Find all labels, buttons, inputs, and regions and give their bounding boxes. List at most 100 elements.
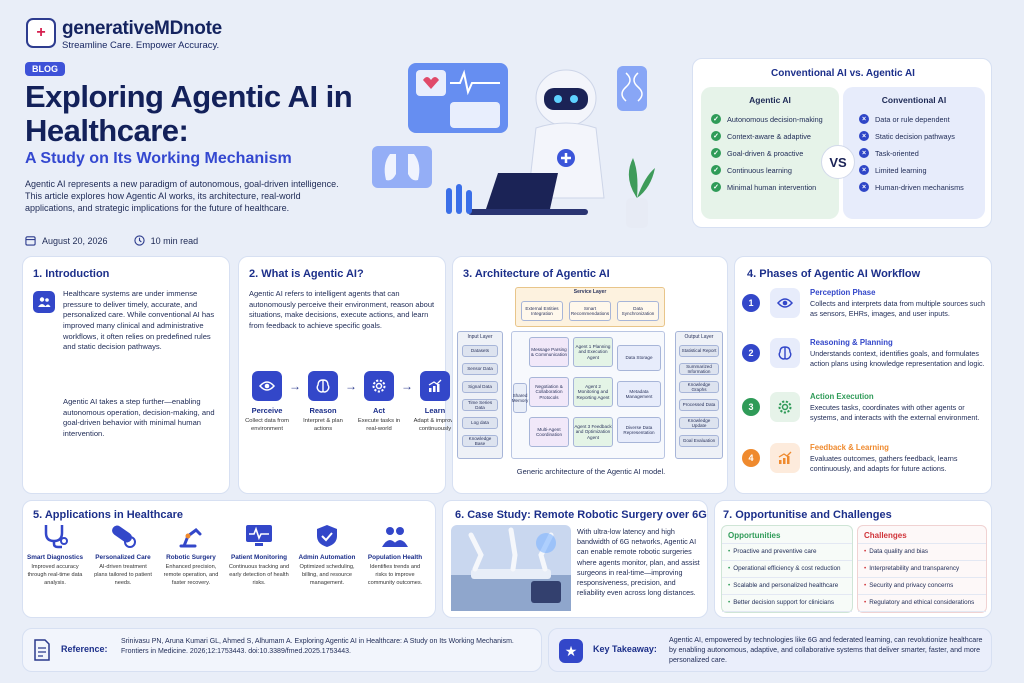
agentic-item: ✓ Minimal human intervention: [711, 182, 839, 192]
item-label: Data quality and bias: [869, 548, 929, 555]
module-box: Negotiation & Collaboration Protocols: [529, 377, 569, 407]
application-desc: Improved accuracy through real-time data…: [27, 564, 83, 586]
opportunity-item: •Better decision support for clinicians: [722, 595, 852, 612]
application-desc: Continuous tracking and early detection …: [228, 564, 290, 586]
conventional-item: ×Human-driven mechanisms: [859, 182, 985, 192]
star-icon: ★: [559, 639, 583, 663]
growth-chart-icon: [420, 371, 450, 401]
what-text: Agentic AI refers to intelligent agents …: [249, 289, 435, 330]
agentic-title: Agentic AI: [749, 95, 791, 105]
read-time: 10 min read: [150, 235, 199, 246]
robot-arm-icon: [160, 522, 222, 550]
bullet-icon: •: [728, 582, 731, 589]
arrow-right-icon: →: [401, 379, 413, 393]
phase-number: 3: [742, 398, 760, 416]
bullet-icon: •: [864, 599, 867, 606]
application-label: Personalized Care: [95, 554, 151, 561]
brain-icon: [308, 371, 338, 401]
applications-title: 5. Applications in Healthcare: [33, 509, 183, 521]
challenge-item: •Data quality and bias: [858, 544, 986, 561]
challenges-box: Challenges •Data quality and bias•Interp…: [857, 525, 987, 613]
input-box: Datasets: [462, 345, 498, 357]
conventional-item-label: Data or rule dependent: [875, 114, 950, 124]
shared-memory-box: Shared Memory: [512, 383, 528, 413]
bullet-icon: •: [728, 548, 731, 555]
phase-number: 2: [742, 344, 760, 362]
architecture-title: 3. Architecture of Agentic AI: [463, 268, 610, 280]
bullet-icon: •: [864, 548, 867, 555]
bullet-icon: •: [864, 565, 867, 572]
conventional-item: ×Task-oriented: [859, 148, 985, 158]
conventional-column: Conventional AI × Data or rule dependent ×…: [843, 87, 985, 219]
comparison-card: Conventional AI vs. Agentic AI Agentic A…: [692, 58, 992, 228]
application-desc: Optimized scheduling, billing, and resou…: [299, 564, 355, 586]
challenge-item: •Regulatory and ethical considerations: [858, 595, 986, 612]
reference-label: Reference:: [61, 644, 108, 654]
input-box: Signal Data: [462, 381, 498, 393]
introduction-title: 1. Introduction: [33, 268, 110, 280]
case-study-title: 6. Case Study: Remote Robotic Surgery ov…: [455, 509, 707, 521]
agent-box: Agent 2 Monitoring and Reporting Agent: [573, 377, 613, 407]
bullet-icon: •: [864, 582, 867, 589]
conventional-item: × Limited learning: [859, 165, 985, 175]
robotic-surgery-image: [451, 525, 571, 611]
challenge-item: •Security and privacy concerns: [858, 578, 986, 595]
agentic-item-label: Minimal human intervention: [727, 182, 817, 192]
opportunity-item: •Proactive and preventive care: [722, 544, 852, 561]
introduction-p1: Healthcare systems are under immense pre…: [63, 289, 215, 352]
agentic-item-label: Goal-driven & proactive: [727, 148, 804, 158]
opportunities-title: 7. Opportunitise and Challenges: [723, 509, 892, 521]
x-icon: ×: [859, 182, 869, 192]
bullet-icon: •: [728, 599, 731, 606]
takeaway-label: Key Takeaway:: [593, 644, 657, 654]
agent-box: Agent 3 Feedback and Optimization Agent: [573, 417, 613, 447]
service-box: Data Synchronization: [617, 301, 659, 321]
agentic-item-label: Continuous learning: [727, 165, 792, 175]
conventional-item-label: Limited learning: [875, 165, 927, 175]
check-icon: ✓: [711, 165, 721, 175]
opportunity-item: •Operational efficiency & cost reduction: [722, 561, 852, 578]
phases-title: 4. Phases of Agentic AI Workflow: [747, 268, 921, 280]
step-desc: Interpret & plan actions: [303, 418, 343, 432]
output-box: Knowledge Update: [679, 417, 719, 429]
output-box: Summarized Information: [679, 363, 719, 375]
case-study-text: With ultra-low latency and high bandwidt…: [577, 527, 700, 598]
x-icon: ×: [859, 165, 869, 175]
opportunities-box: Opportunities •Proactive and preventive …: [721, 525, 853, 613]
phase-desc: Understands context, identifies goals, a…: [810, 349, 985, 368]
module-box: Multi-Agent Coordination: [529, 417, 569, 447]
shield-check-icon: [296, 522, 358, 550]
gear-icon: [770, 392, 800, 422]
input-box: Log data: [462, 417, 498, 429]
application-label: Patient Monitoring: [230, 554, 288, 561]
module-box: Message Parsing & Communication: [529, 337, 569, 367]
application-desc: Identifies trends and risks to improve c…: [367, 564, 423, 586]
gear-icon: [364, 371, 394, 401]
conventional-title: Conventional AI: [881, 95, 947, 105]
check-icon: ✓: [711, 131, 721, 141]
opportunities-heading: Opportunities: [722, 526, 852, 544]
agentic-item: ✓Context-aware & adaptive: [711, 131, 839, 141]
step-desc: Execute tasks in real-world: [357, 418, 401, 432]
item-label: Better decision support for clinicians: [733, 599, 835, 606]
brand-name: generativeMDnote: [62, 18, 222, 39]
calendar-icon: [25, 235, 36, 246]
publish-date: August 20, 2026: [42, 235, 108, 246]
reference-text: Srinivasu PN, Aruna Kumari GL, Ahmed S, …: [121, 638, 514, 656]
phase-desc: Executes tasks, coordinates with other a…: [810, 403, 980, 422]
what-title: 2. What is Agentic AI?: [249, 268, 364, 280]
check-icon: ✓: [711, 182, 721, 192]
eye-icon: [252, 371, 282, 401]
robot-hero-illustration: [372, 63, 655, 228]
blog-tag[interactable]: BLOG: [25, 62, 65, 76]
challenges-heading: Challenges: [858, 526, 986, 544]
